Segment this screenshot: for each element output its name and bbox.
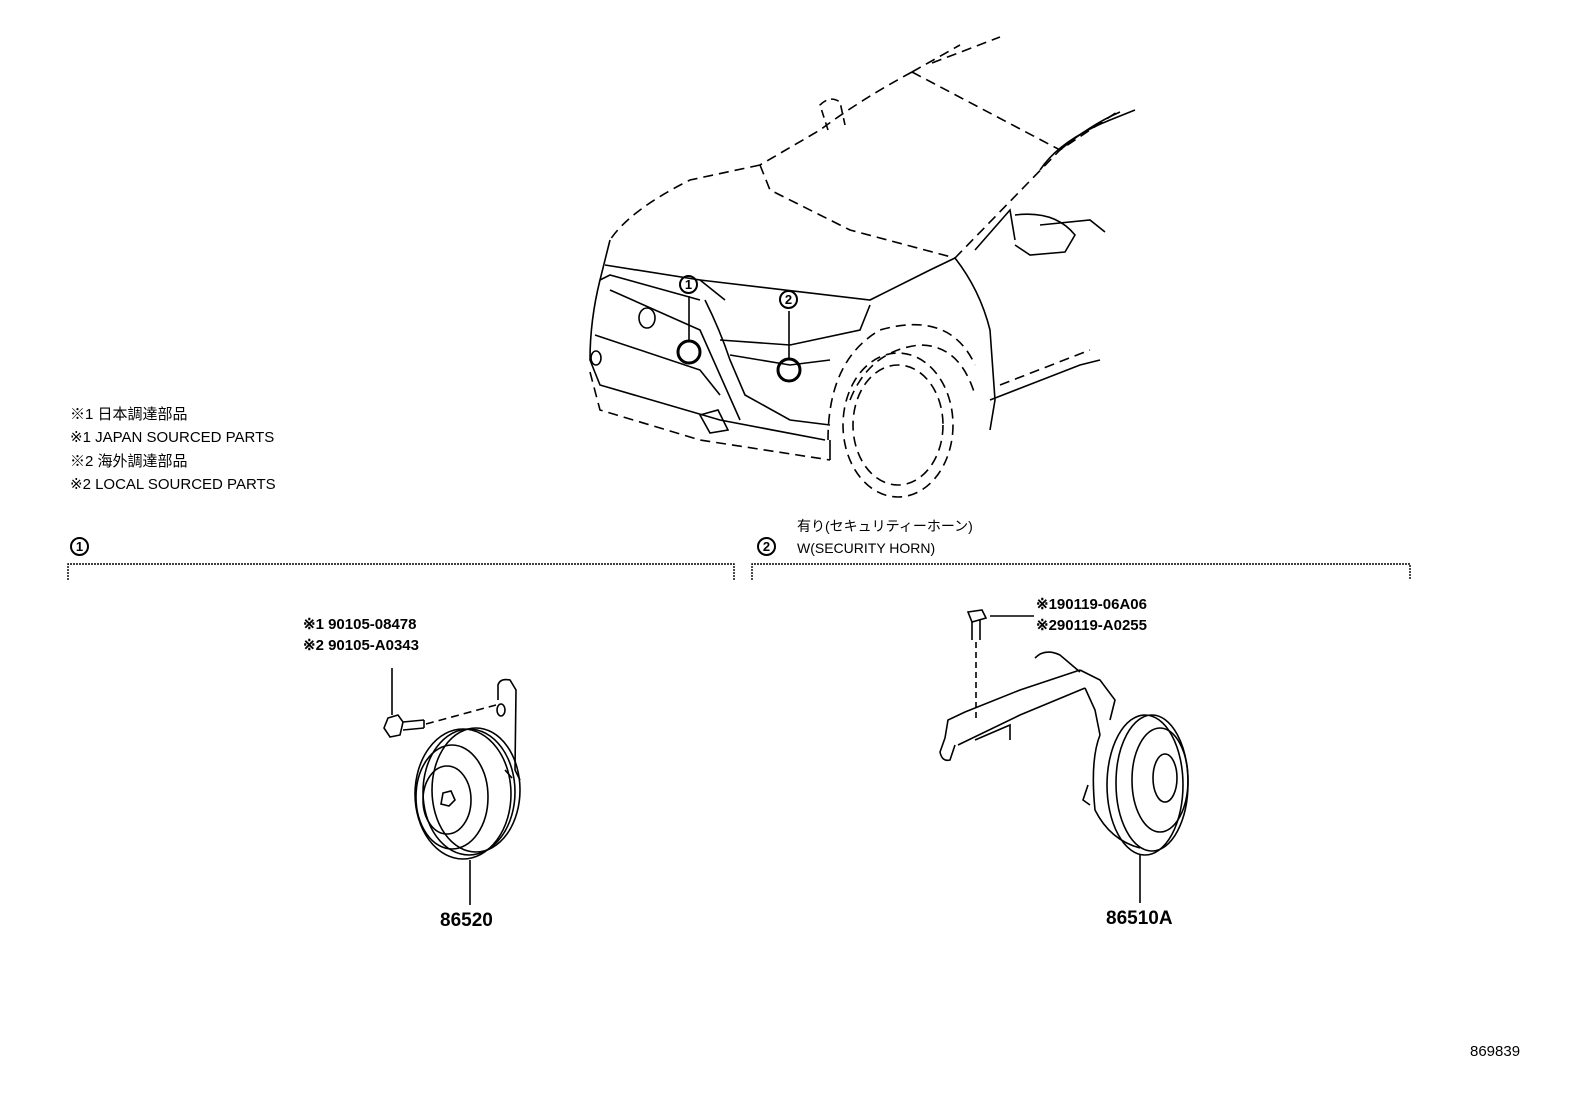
- callout-2: 2: [779, 290, 798, 309]
- note-local-en: ※2 LOCAL SOURCED PARTS: [70, 476, 276, 493]
- bolt-86510a-partno-2: ※290119-A0255: [1036, 617, 1147, 634]
- note-japan-jp: ※1 日本調達部品: [70, 406, 188, 423]
- section-2-label-en: W(SECURITY HORN): [797, 540, 936, 556]
- bolt-86520-partno-2: ※2 90105-A0343: [303, 637, 419, 654]
- callout-1: 1: [679, 275, 698, 294]
- horn-86520-label: 86520: [440, 910, 493, 931]
- section-2-label-jp: 有り(セキュリティーホーン): [797, 518, 973, 534]
- section-2-marker: 2: [757, 537, 776, 556]
- note-local-jp: ※2 海外調達部品: [70, 453, 188, 470]
- horn-86510a-label: 86510A: [1106, 908, 1173, 929]
- illustration-reference-number: 869839: [1470, 1043, 1521, 1060]
- bolt-86510a-partno-1: ※190119-06A06: [1036, 596, 1147, 613]
- car-illustration: [589, 36, 1136, 498]
- section-1-marker: 1: [70, 537, 89, 556]
- section-brackets: [67, 563, 1411, 580]
- horn-86520-drawing: [383, 668, 521, 905]
- note-japan-en: ※1 JAPAN SOURCED PARTS: [70, 429, 275, 446]
- horn-86510a-drawing: [939, 609, 1189, 903]
- bolt-86520-partno-1: ※1 90105-08478: [303, 616, 417, 633]
